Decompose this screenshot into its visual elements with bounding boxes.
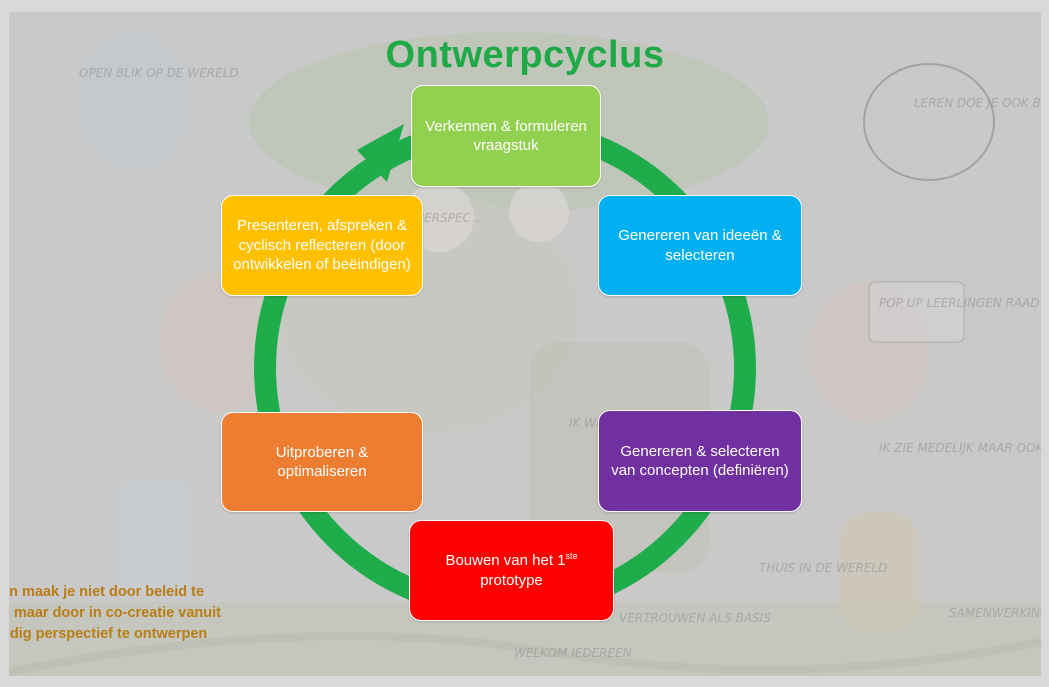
step-presenteren-label: Presenteren, afspreken & cyclisch reflec… <box>233 217 411 274</box>
quote-text: en maak je niet door beleid te n maar do… <box>9 584 221 643</box>
cycle-arrow-head <box>357 124 404 182</box>
sign-welkom: WELKOM IEDEREEN <box>514 646 632 660</box>
step-concepten: Genereren & selecteren van concepten (de… <box>598 410 802 512</box>
sign-popup: POP UP LEERLINGEN RAAD <box>879 296 1040 310</box>
step-uitproberen: Uitproberen & optimaliseren <box>221 412 423 512</box>
step-uitproberen-label: Uitproberen & optimaliseren <box>275 443 369 481</box>
step-verkennen: Verkennen & formuleren vraagstuk <box>411 85 601 187</box>
step-genereren-ideeen: Genereren van ideeën & selecteren <box>598 195 802 296</box>
step-genereren-ideeen-label: Genereren van ideeën & selecteren <box>618 227 782 264</box>
step-prototype-label: Bouwen van het 1ste prototype <box>445 551 578 589</box>
sign-ikzie: IK ZIE MEDELIJK MAAR OOK DE ANDEREN <box>879 441 1041 455</box>
slide: LEREN DOE JE OOK BUITEN! POP UP LEERLING… <box>9 12 1041 676</box>
sign-openblik: OPEN BLIK OP DE WERELD <box>79 66 239 80</box>
sign-thuis: THUIS IN DE WERELD <box>759 561 887 575</box>
sign-vertrouwen: VERTROUWEN ALS BASIS <box>619 611 771 625</box>
page-title: Ontwerpcyclus <box>385 34 665 76</box>
step-verkennen-label: Verkennen & formuleren vraagstuk <box>425 117 587 155</box>
step-presenteren: Presenteren, afspreken & cyclisch reflec… <box>221 195 423 296</box>
sign-leren: LEREN DOE JE OOK BUITEN! <box>914 96 1041 110</box>
sign-samenwerking: SAMENWERKING <box>949 606 1041 620</box>
step-concepten-label: Genereren & selecteren van concepten (de… <box>611 442 789 480</box>
step-prototype: Bouwen van het 1ste prototype <box>409 520 614 621</box>
